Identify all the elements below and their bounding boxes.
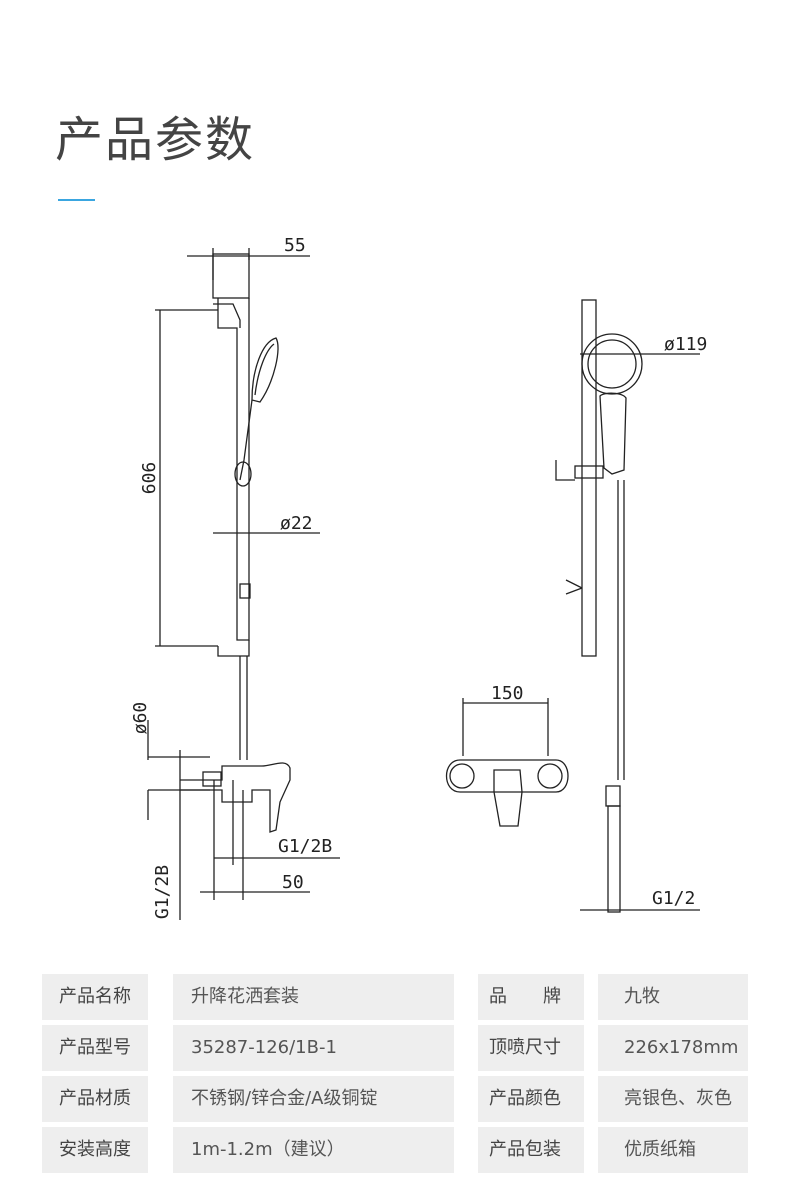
spec-value: 九牧 bbox=[598, 974, 748, 1020]
dim-bar-diameter: ø22 bbox=[280, 513, 313, 534]
shower-head-face bbox=[254, 343, 275, 396]
slider-knob bbox=[234, 461, 252, 487]
spec-label: 产品包装 bbox=[478, 1127, 584, 1173]
dim-height: 606 bbox=[139, 462, 160, 495]
hose-nut bbox=[605, 785, 621, 807]
mixer-body-front bbox=[446, 759, 569, 793]
page-title: 产品参数 bbox=[55, 112, 256, 168]
hand-shower-handle bbox=[239, 399, 253, 481]
spec-label: 安装高度 bbox=[42, 1127, 148, 1173]
mixer-nut bbox=[202, 771, 222, 787]
shower-head-side bbox=[251, 337, 279, 403]
technical-drawing: 55 606 ø22 ø60 G1/2B 50 G1/2B ø119 150 G… bbox=[0, 220, 790, 930]
spec-value: 1m-1.2m（建议） bbox=[173, 1127, 454, 1173]
spec-label: 品 牌 bbox=[478, 974, 584, 1020]
shower-head-front bbox=[581, 333, 643, 395]
dim-top-width: 55 bbox=[284, 235, 306, 256]
mixer-lever-front bbox=[493, 769, 523, 827]
spec-value: 升降花洒套装 bbox=[173, 974, 454, 1020]
hand-shower-front bbox=[599, 392, 627, 475]
mixer-eccentric-right bbox=[537, 763, 563, 789]
bracket-arm bbox=[213, 303, 241, 328]
dim-depth: 50 bbox=[282, 872, 304, 893]
spec-value: 亮银色、灰色 bbox=[598, 1076, 748, 1122]
spec-row: 产品型号 35287-126/1B-1 顶喷尺寸 226x178mm bbox=[42, 1025, 748, 1071]
mixer-side bbox=[179, 750, 291, 833]
lower-holder bbox=[239, 583, 251, 599]
dim-thread-right: G1/2 bbox=[652, 888, 695, 909]
shower-head-inner bbox=[587, 339, 637, 389]
spec-row: 产品材质 不锈钢/锌合金/A级铜锭 产品颜色 亮银色、灰色 bbox=[42, 1076, 748, 1122]
dim-mixer-width: 150 bbox=[491, 683, 524, 704]
slider-holder bbox=[574, 465, 604, 479]
spec-row: 产品名称 升降花洒套装 品 牌 九牧 bbox=[42, 974, 748, 1020]
dim-thread-side: G1/2B bbox=[278, 836, 332, 857]
dim-head-diameter: ø119 bbox=[664, 334, 707, 355]
spec-value: 不锈钢/锌合金/A级铜锭 bbox=[173, 1076, 454, 1122]
slide-bar-side bbox=[217, 298, 250, 641]
inlet-pipe bbox=[607, 805, 621, 913]
spec-row: 安装高度 1m-1.2m（建议） 产品包装 优质纸箱 bbox=[42, 1127, 748, 1173]
wall-bracket-bottom bbox=[217, 640, 250, 657]
dim-thread-left: G1/2B bbox=[152, 865, 173, 919]
title-underline bbox=[58, 199, 95, 201]
lower-hook bbox=[565, 579, 583, 595]
wall-bracket-top bbox=[212, 253, 250, 299]
spec-label: 产品型号 bbox=[42, 1025, 148, 1071]
technical-drawing-svg: 55 606 ø22 ø60 G1/2B 50 G1/2B ø119 150 G… bbox=[130, 235, 707, 920]
mixer-eccentric-left bbox=[449, 763, 475, 789]
spec-value: 226x178mm bbox=[598, 1025, 748, 1071]
spec-label: 产品材质 bbox=[42, 1076, 148, 1122]
spec-label: 产品颜色 bbox=[478, 1076, 584, 1122]
spec-table: 产品名称 升降花洒套装 品 牌 九牧 产品型号 35287-126/1B-1 顶… bbox=[42, 974, 748, 1178]
spec-label: 产品名称 bbox=[42, 974, 148, 1020]
spec-label: 顶喷尺寸 bbox=[478, 1025, 584, 1071]
spec-value: 优质纸箱 bbox=[598, 1127, 748, 1173]
slider-clamp bbox=[555, 460, 575, 481]
spec-value: 35287-126/1B-1 bbox=[173, 1025, 454, 1071]
dim-mixer-diameter: ø60 bbox=[130, 702, 151, 735]
